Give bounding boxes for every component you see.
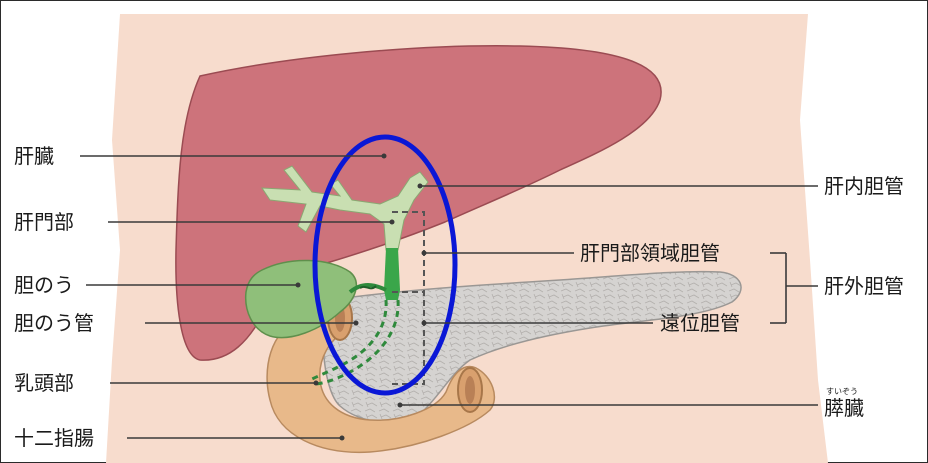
label-extrahepatic-duct: 肝外胆管 — [824, 276, 904, 296]
label-perihilar-duct: 肝門部領域胆管 — [580, 243, 720, 263]
label-distal-duct: 遠位胆管 — [660, 313, 740, 333]
label-liver: 肝臓 — [14, 146, 54, 166]
label-gallbladder: 胆のう — [14, 275, 74, 295]
duodenum-lumen-lower — [465, 376, 475, 404]
label-cystic-duct: 胆のう管 — [14, 313, 94, 333]
label-pancreas: 膵臓 — [824, 398, 864, 418]
label-papilla: 乳頭部 — [14, 373, 74, 393]
label-intrahepatic-duct: 肝内胆管 — [824, 176, 904, 196]
label-duodenum: 十二指腸 — [14, 428, 94, 448]
label-hilum: 肝門部 — [14, 212, 74, 232]
label-pancreas-reading: すいぞう — [826, 388, 858, 396]
